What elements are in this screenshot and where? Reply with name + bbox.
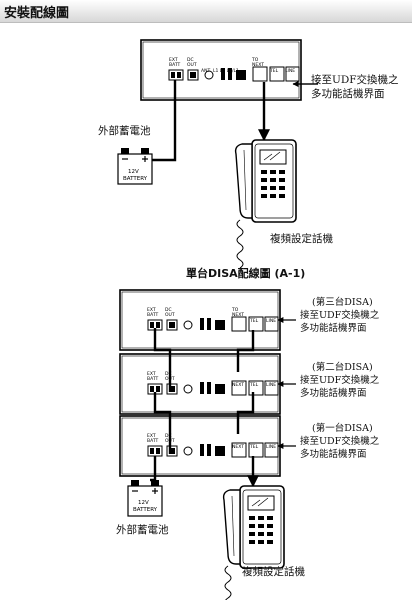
svg-text:DC: DC: [165, 433, 172, 439]
phone-caption-cascade: 複頻設定話機: [242, 565, 305, 578]
ant-label: ANT: [201, 68, 210, 74]
telephone-icon: [234, 139, 297, 269]
svg-text:EXT: EXT: [147, 433, 156, 439]
svg-text:EXT: EXT: [147, 371, 156, 377]
battery-text-cascade-1: 12V: [138, 500, 149, 506]
title-bar: 安裝配線圖: [0, 0, 412, 23]
svg-text:BATT: BATT: [147, 438, 158, 444]
phone-caption: 複頻設定話機: [270, 232, 333, 245]
battery-caption-cascade: 外部蓄電池: [116, 523, 169, 536]
svg-text:OUT: OUT: [165, 312, 175, 318]
note-second-2: 接至UDF交換機之: [300, 374, 380, 386]
line-callout-2: 多功能話機界面: [311, 87, 385, 100]
note-second-3: 多功能話機界面: [300, 387, 367, 399]
switch-label: L1 L3 L2/L1: [213, 68, 239, 74]
svg-text:TEL: TEL: [249, 382, 259, 388]
svg-text:TO: TO: [231, 307, 239, 313]
svg-text:BATT: BATT: [147, 312, 158, 318]
section-heading: 單台DISA配線圖 (A-1): [186, 266, 305, 280]
note-second-1: (第二台DISA): [312, 361, 373, 373]
svg-text:LINE: LINE: [266, 444, 276, 450]
battery-text-1: 12V: [128, 169, 139, 175]
tel-label: TEL: [269, 68, 279, 74]
note-first-1: (第一台DISA): [312, 422, 373, 434]
telephone-icon-cascade: [222, 485, 285, 600]
note-first-3: 多功能話機界面: [300, 448, 367, 460]
svg-text:LINE: LINE: [266, 382, 276, 388]
svg-text:DC: DC: [165, 307, 172, 313]
to-next-label-2: NEXT: [252, 62, 264, 68]
top-diagram: EXT BATT DC OUT ANT L1 L3 L2/L1 TO NEXT …: [98, 39, 399, 269]
note-third-1: (第三台DISA): [312, 296, 373, 308]
note-third-3: 多功能話機界面: [300, 322, 367, 334]
note-third-2: 接至UDF交換機之: [300, 309, 380, 321]
line-callout-1: 接至UDF交換機之: [311, 73, 399, 86]
note-first: (第一台DISA) 接至UDF交換機之 多功能話機界面: [300, 422, 380, 460]
note-first-2: 接至UDF交換機之: [300, 435, 380, 447]
ext-batt-label-2: BATT: [169, 62, 180, 68]
ext-batt-label-1: EXT: [169, 57, 178, 63]
note-third: (第三台DISA) 接至UDF交換機之 多功能話機界面: [300, 296, 380, 334]
svg-text:EXT: EXT: [147, 307, 156, 313]
to-next-label-1: TO: [251, 57, 259, 63]
svg-text:NEXT: NEXT: [232, 444, 244, 450]
svg-text:BATT: BATT: [147, 376, 158, 382]
svg-text:LINE: LINE: [266, 318, 276, 324]
battery-caption: 外部蓄電池: [98, 124, 151, 137]
dc-out-label-1: DC: [187, 57, 194, 63]
battery-text-2: BATTERY: [123, 176, 148, 182]
svg-text:NEXT: NEXT: [232, 312, 244, 318]
svg-text:NEXT: NEXT: [232, 382, 244, 388]
page-title: 安裝配線圖: [4, 6, 70, 21]
svg-text:TEL: TEL: [249, 444, 259, 450]
dc-out-label-2: OUT: [187, 62, 197, 68]
svg-text:TEL: TEL: [249, 318, 259, 324]
battery-text-cascade-2: BATTERY: [133, 507, 158, 513]
note-second: (第二台DISA) 接至UDF交換機之 多功能話機界面: [300, 361, 380, 399]
svg-text:DC: DC: [165, 371, 172, 377]
line-label: LINE: [285, 68, 295, 74]
